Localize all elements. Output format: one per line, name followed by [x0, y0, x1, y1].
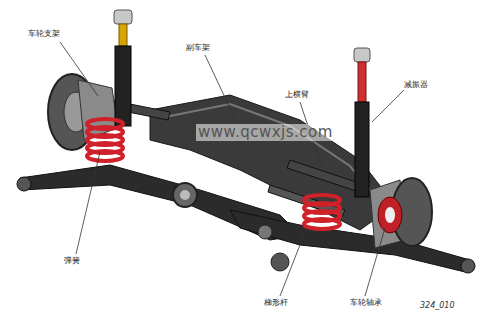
bushing: [271, 253, 289, 271]
coil-spring: [87, 119, 123, 161]
wheel-carrier: [78, 80, 118, 140]
watermark: www.qcwxjs.com: [196, 124, 335, 141]
part-label: 车轮轴承: [350, 299, 382, 308]
leader-lines: [60, 42, 404, 296]
part-label: 梯形杆: [264, 299, 288, 308]
part-label: 副车架: [186, 44, 210, 53]
shock-top: [354, 48, 370, 62]
shock-absorber: [355, 102, 369, 197]
bushing: [461, 259, 475, 273]
wheel-bearing: [378, 197, 402, 233]
lower-arm: [230, 210, 470, 272]
subframe: [150, 95, 395, 230]
part-label: 上横臂: [285, 91, 309, 100]
part-label: 车轮支架: [28, 30, 60, 39]
part-label: 弹簧: [64, 257, 80, 266]
upper-arm: [287, 160, 365, 193]
shock-rod: [119, 24, 127, 46]
coil-spring: [304, 195, 340, 229]
bushing: [258, 225, 272, 239]
figure-code: 324_010: [420, 302, 455, 311]
bushing: [173, 183, 197, 207]
shock-absorber: [115, 46, 131, 126]
shock-rod: [358, 62, 366, 102]
shock-top: [114, 10, 132, 24]
bushing: [180, 190, 190, 200]
part-label: 减振器: [404, 81, 428, 90]
hub: [385, 207, 395, 223]
bushing: [17, 177, 31, 191]
